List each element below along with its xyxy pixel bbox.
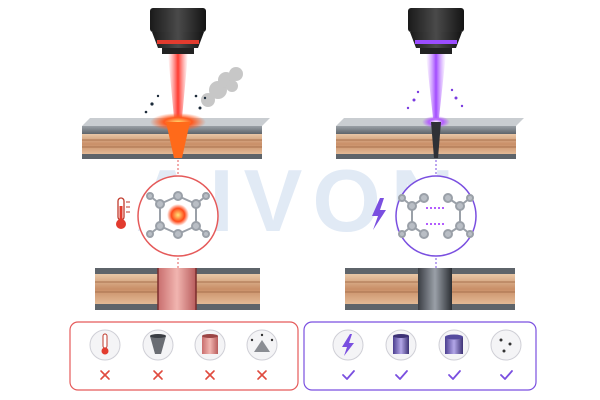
panel-thermometer-icon [89, 329, 121, 361]
uv-laser-head [408, 8, 464, 54]
uv-straight-crater [431, 122, 441, 158]
ir-laser-head [150, 8, 206, 54]
panel-charred-wall-icon [194, 329, 226, 361]
ir-laser-side [82, 8, 270, 310]
ir-molecule [146, 191, 210, 239]
smoke-plume [201, 67, 243, 107]
panel-clean-dots-icon [490, 329, 522, 361]
ir-laser-beam [168, 54, 188, 118]
ir-result-board [95, 268, 260, 310]
uv-particles [406, 88, 464, 110]
panel-lightning-icon [332, 329, 364, 361]
ir-heat-core [167, 204, 189, 226]
uv-molecule-broken [398, 193, 474, 239]
panel-clean-cylinder-icon [438, 329, 470, 361]
panel-debris-splash-icon [246, 329, 278, 361]
uv-summary-panel [303, 321, 537, 391]
panel-tapered-hole-icon [142, 329, 174, 361]
ir-tapered-crater [166, 122, 190, 158]
uv-laser-side [336, 8, 524, 310]
panel-straight-hole-icon [385, 329, 417, 361]
ir-summary-panel [69, 321, 299, 391]
lightning-icon [372, 198, 386, 230]
ir-cross-marks [100, 370, 267, 380]
thermometer-icon [116, 197, 130, 229]
uv-result-board [345, 268, 515, 310]
ir-debris [144, 94, 207, 114]
uv-molecule-circle [395, 175, 477, 257]
uv-laser-beam [426, 54, 446, 118]
uv-check-marks [342, 370, 513, 380]
uv-broken-bonds [426, 207, 446, 225]
